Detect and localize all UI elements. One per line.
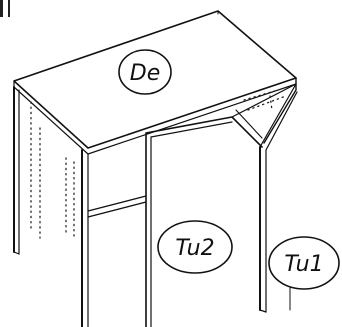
door-tu2: [145, 116, 263, 327]
right-side-panel: [231, 77, 297, 144]
door-tu1: [259, 83, 298, 313]
label-de-text: De: [130, 61, 160, 86]
label-de: De: [118, 49, 172, 95]
shelf-rail: [87, 195, 147, 218]
label-tu2: Tu2: [157, 220, 233, 274]
adjacent-figure-fragment: [0, 0, 10, 17]
label-tu1: Tu1: [268, 236, 340, 290]
label-tu2-text: Tu2: [175, 236, 214, 261]
left-side-panel: [13, 86, 75, 255]
label-tu1-text: Tu1: [284, 252, 323, 277]
front-left-post: [81, 149, 89, 327]
